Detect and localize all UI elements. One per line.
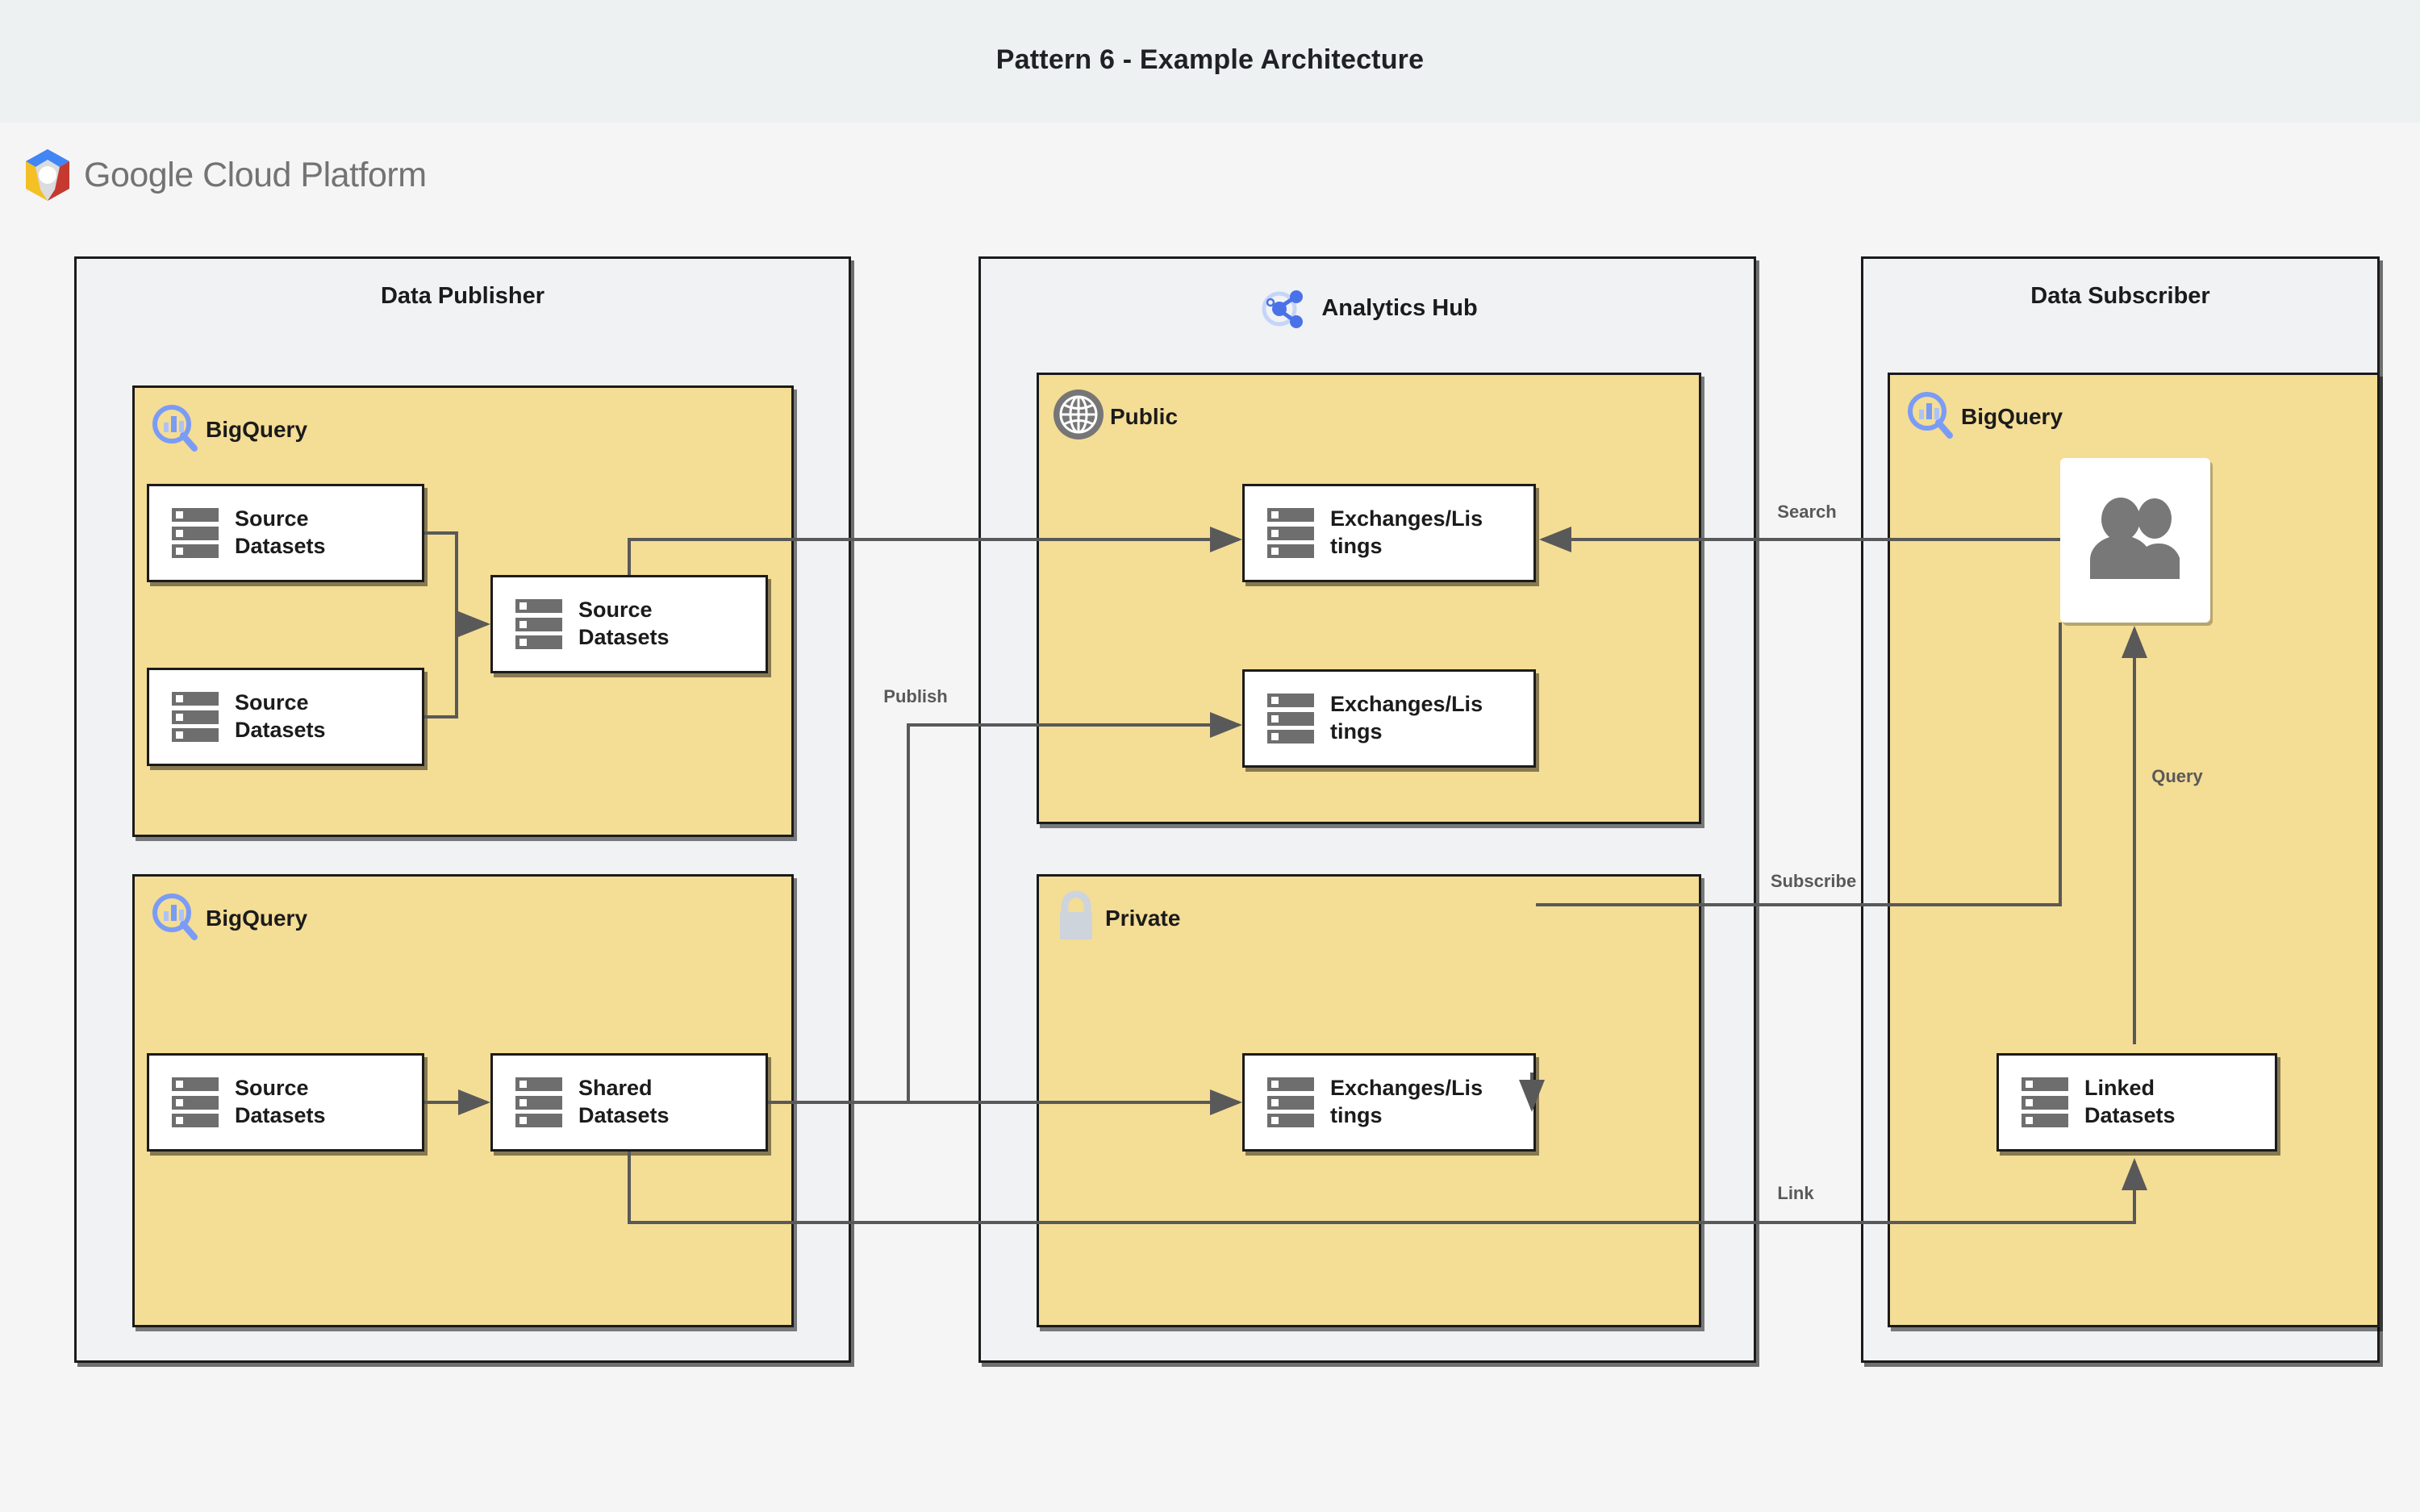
node-pub-shared[interactable]: Shared Datasets <box>490 1053 768 1152</box>
node-public-listing-2[interactable]: Exchanges/Lis tings <box>1242 669 1536 768</box>
node-sub-linked[interactable]: Linked Datasets <box>1996 1053 2277 1152</box>
node-private-listing-1[interactable]: Exchanges/Lis tings <box>1242 1053 1536 1152</box>
panel-title-row-analytics-hub: Analytics Hub <box>981 280 1754 337</box>
node-label-public-listing-2: Exchanges/Lis tings <box>1330 692 1483 744</box>
edge-label-link: Link <box>1777 1183 1814 1203</box>
dataset-stack-icon <box>2022 1077 2068 1127</box>
dataset-stack-icon <box>172 692 219 742</box>
bigquery-icon <box>148 401 201 458</box>
node-pub-source-1[interactable]: Source Datasets <box>147 484 424 582</box>
group-label-subscriber-bigquery: BigQuery <box>1961 403 2063 429</box>
dataset-stack-icon <box>1267 508 1314 558</box>
google-cloud-platform-logo: Google Cloud Platform <box>23 144 442 206</box>
dataset-stack-icon <box>172 1077 219 1127</box>
node-public-listing-1[interactable]: Exchanges/Lis tings <box>1242 484 1536 582</box>
dataset-stack-icon <box>1267 1077 1314 1127</box>
dataset-stack-icon <box>1267 694 1314 744</box>
node-label-pub-source-1: Source Datasets <box>235 506 326 558</box>
group-label-bigquery-bottom: BigQuery <box>206 905 308 931</box>
group-header-private: Private <box>1052 889 1180 947</box>
page-title: Pattern 6 - Example Architecture <box>995 44 1425 75</box>
dataset-stack-icon <box>515 599 562 649</box>
node-label-sub-linked: Linked Datasets <box>2084 1076 2176 1127</box>
bigquery-icon <box>148 889 201 947</box>
analytics-hub-icon <box>1257 280 1310 337</box>
gcp-word-google: Google <box>84 155 194 194</box>
gcp-word-cloud-platform: Cloud Platform <box>202 155 427 194</box>
dataset-stack-icon <box>515 1077 562 1127</box>
group-header-bigquery-bottom: BigQuery <box>148 889 307 947</box>
group-header-bigquery-top: BigQuery <box>148 401 307 458</box>
node-pub-source-merged[interactable]: Source Datasets <box>490 575 768 673</box>
node-pub-source-2[interactable]: Source Datasets <box>147 668 424 766</box>
node-label-pub-source-3: Source Datasets <box>235 1076 326 1127</box>
lock-icon <box>1052 889 1100 947</box>
node-subscriber-users[interactable] <box>2060 458 2210 623</box>
panel-title-data-subscriber: Data Subscriber <box>2030 283 2210 309</box>
node-label-private-listing-1: Exchanges/Lis tings <box>1330 1076 1483 1127</box>
group-header-public: Public <box>1052 388 1178 445</box>
node-label-pub-shared: Shared Datasets <box>578 1076 670 1127</box>
panel-title-analytics-hub: Analytics Hub <box>1321 295 1478 321</box>
gcp-hexagon-icon <box>23 148 73 202</box>
globe-icon <box>1052 388 1105 445</box>
edge-label-query: Query <box>2151 766 2203 786</box>
group-label-public: Public <box>1110 403 1179 429</box>
title-bar: Pattern 6 - Example Architecture <box>0 0 2420 123</box>
gcp-wordmark: Google Cloud Platform <box>84 156 427 195</box>
node-label-public-listing-1: Exchanges/Lis tings <box>1330 506 1483 558</box>
dataset-stack-icon <box>172 508 219 558</box>
node-label-pub-source-merged: Source Datasets <box>578 598 670 649</box>
node-label-pub-source-2: Source Datasets <box>235 690 326 742</box>
edge-label-search: Search <box>1777 502 1837 522</box>
users-icon <box>2083 495 2188 586</box>
edge-label-subscribe: Subscribe <box>1770 871 1857 891</box>
gcp-header-band <box>0 129 2420 234</box>
bigquery-icon <box>1903 388 1956 445</box>
group-label-bigquery-top: BigQuery <box>206 416 308 442</box>
node-pub-source-3[interactable]: Source Datasets <box>147 1053 424 1152</box>
group-label-private: Private <box>1105 905 1181 931</box>
panel-title-data-publisher: Data Publisher <box>380 283 545 309</box>
edge-label-publish: Publish <box>883 686 948 706</box>
group-header-subscriber-bigquery: BigQuery <box>1903 388 2063 445</box>
